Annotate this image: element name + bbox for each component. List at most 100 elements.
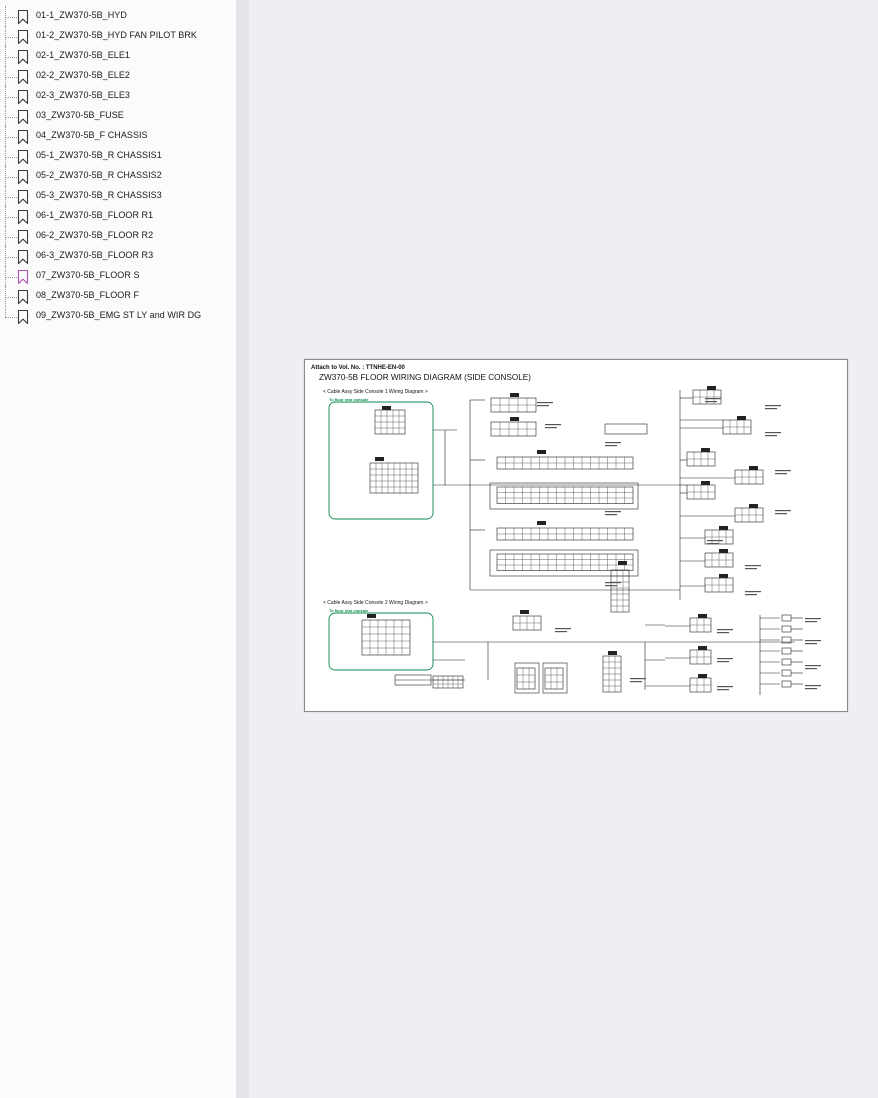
label-mark: [555, 628, 571, 630]
bookmark-icon: [17, 309, 29, 325]
attach-volume-text: Attach to Vol. No. : TTNHE-EN-00: [311, 365, 405, 371]
label-mark: [630, 681, 642, 683]
connector-outline: [542, 662, 568, 694]
connector-tab: [520, 610, 529, 614]
bookmark-icon: [17, 49, 29, 65]
bookmark-label: 01-2_ZW370-5B_HYD FAN PILOT BRK: [36, 30, 197, 40]
bookmark-item[interactable]: 06-2_ZW370-5B_FLOOR R2: [0, 226, 236, 246]
label-mark: [805, 685, 821, 687]
label-mark: [605, 442, 621, 444]
label-mark: [765, 435, 777, 437]
connector-tab: [701, 448, 710, 452]
connector-pin-grid: [516, 667, 536, 690]
label-mark: [717, 632, 729, 634]
bookmark-item[interactable]: 02-1_ZW370-5B_ELE1: [0, 46, 236, 66]
bookmark-item[interactable]: 06-3_ZW370-5B_FLOOR R3: [0, 246, 236, 266]
bookmark-item[interactable]: 05-2_ZW370-5B_R CHASSIS2: [0, 166, 236, 186]
label-mark: [717, 629, 733, 631]
connector-tab: [719, 549, 728, 553]
bookmark-label: 06-1_ZW370-5B_FLOOR R1: [36, 210, 154, 220]
tree-connector: [5, 186, 17, 206]
label-mark: [805, 688, 817, 690]
switch-box: [781, 658, 792, 666]
bookmark-label: 07_ZW370-5B_FLOOR S: [36, 270, 140, 280]
rear-top-alarm-box: [604, 423, 648, 435]
bookmark-icon: [17, 129, 29, 145]
switch-box: [781, 647, 792, 655]
bookmark-item[interactable]: 05-3_ZW370-5B_R CHASSIS3: [0, 186, 236, 206]
tree-connector: [5, 106, 17, 126]
section-2-note: To floor rear console: [329, 608, 369, 613]
label-mark: [545, 427, 557, 429]
bookmark-item[interactable]: 05-1_ZW370-5B_R CHASSIS1: [0, 146, 236, 166]
label-mark: [717, 686, 733, 688]
switch-box: [781, 669, 792, 677]
label-mark: [605, 514, 617, 516]
label-mark: [775, 470, 791, 472]
label-mark: [765, 408, 777, 410]
bookmark-icon: [17, 149, 29, 165]
bookmark-label: 02-2_ZW370-5B_ELE2: [36, 70, 130, 80]
label-mark: [745, 568, 757, 570]
bookmark-item[interactable]: 02-3_ZW370-5B_ELE3: [0, 86, 236, 106]
connector-outline: [489, 482, 639, 510]
connector-tab: [608, 651, 617, 655]
bookmark-item[interactable]: 06-1_ZW370-5B_FLOOR R1: [0, 206, 236, 226]
tree-connector: [5, 246, 17, 266]
bookmark-icon: [17, 209, 29, 225]
connector-tab: [749, 466, 758, 470]
tree-connector: [5, 266, 17, 286]
panel-splitter[interactable]: [236, 0, 481, 1098]
bookmark-label: 02-3_ZW370-5B_ELE3: [36, 90, 130, 100]
wiring-diagram: [328, 386, 821, 695]
label-mark: [745, 594, 757, 596]
label-mark: [537, 405, 549, 407]
tree-connector: [5, 286, 17, 306]
section-1-note: To floor rear console: [329, 397, 369, 402]
label-mark: [765, 405, 781, 407]
diode-unit-box: [394, 674, 432, 686]
bookmark-item[interactable]: 09_ZW370-5B_EMG ST LY and WIR DG: [0, 306, 236, 326]
label-mark: [605, 511, 621, 513]
bookmark-icon: [17, 169, 29, 185]
connector-outline: [514, 662, 540, 694]
label-mark: [555, 631, 567, 633]
tree-connector: [5, 6, 17, 26]
bookmark-icon: [17, 289, 29, 305]
connector-tab: [719, 526, 728, 530]
label-mark: [605, 585, 617, 587]
bookmark-icon: [17, 269, 29, 285]
bookmark-label: 09_ZW370-5B_EMG ST LY and WIR DG: [36, 310, 202, 320]
tree-connector: [5, 86, 17, 106]
label-mark: [745, 591, 761, 593]
bookmark-label: 06-2_ZW370-5B_FLOOR R2: [36, 230, 154, 240]
bookmark-icon: [17, 9, 29, 25]
label-mark: [805, 640, 821, 642]
bookmark-label: 06-3_ZW370-5B_FLOOR R3: [36, 250, 154, 260]
bookmark-item[interactable]: 01-1_ZW370-5B_HYD: [0, 6, 236, 26]
connector-tab: [510, 393, 519, 397]
bookmark-item[interactable]: 02-2_ZW370-5B_ELE2: [0, 66, 236, 86]
label-mark: [805, 668, 817, 670]
bookmark-item[interactable]: 07_ZW370-5B_FLOOR S: [0, 266, 236, 286]
label-mark: [537, 402, 553, 404]
bookmark-icon: [17, 89, 29, 105]
label-mark: [717, 689, 729, 691]
tree-connector: [5, 226, 17, 246]
switch-box: [781, 680, 792, 688]
label-mark: [717, 658, 733, 660]
tree-connector: [5, 26, 17, 46]
bookmark-item[interactable]: 01-2_ZW370-5B_HYD FAN PILOT BRK: [0, 26, 236, 46]
bookmark-item[interactable]: 08_ZW370-5B_FLOOR F: [0, 286, 236, 306]
switch-box: [781, 625, 792, 633]
tree-connector: [5, 306, 17, 326]
tree-connector: [5, 146, 17, 166]
connector-tab: [707, 386, 716, 390]
connector-tab: [375, 457, 384, 461]
bookmark-item[interactable]: 03_ZW370-5B_FUSE: [0, 106, 236, 126]
section-2-heading: < Cable Assy Side Console 2 Wiring Diagr…: [323, 600, 428, 606]
bookmark-item[interactable]: 04_ZW370-5B_F CHASSIS: [0, 126, 236, 146]
bookmark-list: 01-1_ZW370-5B_HYD 01-2_ZW370-5B_HYD FAN P…: [0, 6, 236, 326]
label-mark: [765, 432, 781, 434]
bookmark-icon: [17, 69, 29, 85]
